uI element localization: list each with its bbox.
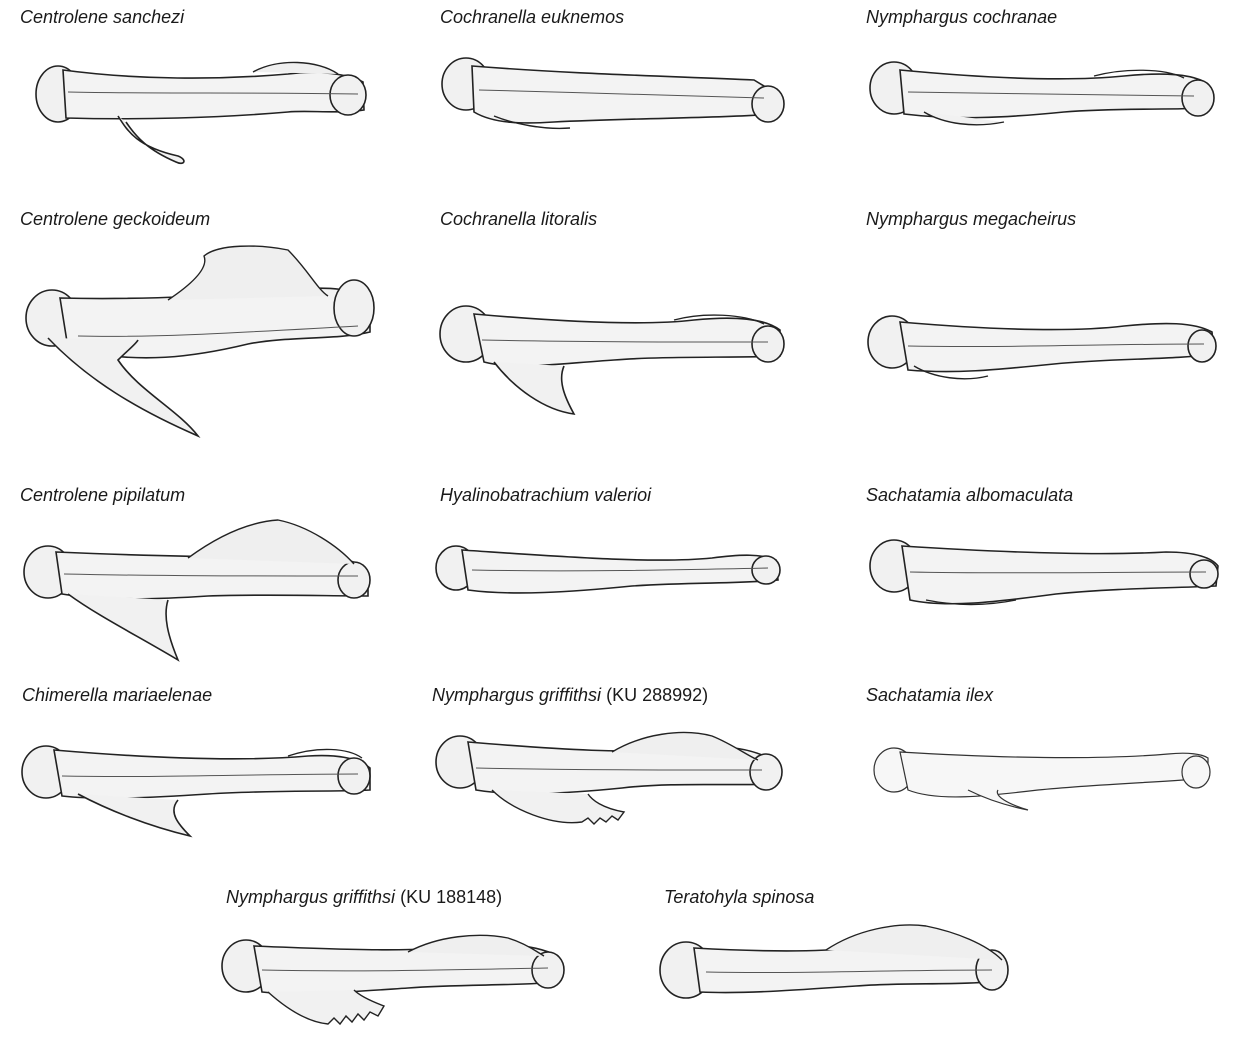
bone-svg <box>869 61 1215 126</box>
humerus-drawing <box>18 516 378 666</box>
specimen-label: Cochranella litoralis <box>440 210 597 228</box>
bone-svg <box>21 745 371 838</box>
specimen-label: Sachatamia ilex <box>866 686 993 704</box>
bone-svg <box>435 731 783 825</box>
humerus-drawing <box>868 744 1228 824</box>
bone-svg <box>435 545 781 594</box>
humerus-drawing <box>864 58 1224 168</box>
humerus-drawing <box>218 930 578 1030</box>
species-name: Sachatamia ilex <box>866 685 994 705</box>
bone-svg <box>439 305 785 416</box>
humerus-drawing <box>656 920 1016 1020</box>
specimen-label: Cochranella euknemos <box>440 8 624 26</box>
bone-svg <box>25 245 375 438</box>
bone-svg <box>441 57 785 130</box>
species-name: Cochranella euknemos <box>440 7 625 27</box>
specimen-label: Nymphargus griffithsi (KU 188148) <box>226 888 502 906</box>
species-name: Teratohyla spinosa <box>664 887 815 907</box>
bone-svg <box>221 934 565 1026</box>
humerus-drawing <box>864 310 1224 400</box>
humerus-drawing <box>18 240 378 440</box>
specimen-label: Centrolene sanchezi <box>20 8 184 26</box>
specimen-number: (KU 188148) <box>400 887 503 907</box>
species-name: Sachatamia albomaculata <box>866 485 1074 505</box>
species-name: Centrolene sanchezi <box>20 7 185 27</box>
specimen-label: Nymphargus griffithsi (KU 288992) <box>432 686 708 704</box>
specimen-label: Teratohyla spinosa <box>664 888 814 906</box>
bone-svg <box>869 539 1219 606</box>
specimen-label: Hyalinobatrachium valerioi <box>440 486 651 504</box>
bone-svg <box>23 519 371 662</box>
specimen-label: Centrolene geckoideum <box>20 210 210 228</box>
specimen-label: Sachatamia albomaculata <box>866 486 1073 504</box>
specimen-label: Nymphargus cochranae <box>866 8 1057 26</box>
humerus-drawing <box>18 740 378 850</box>
bone-svg <box>659 924 1009 999</box>
bone-svg <box>35 61 367 165</box>
specimen-label: Centrolene pipilatum <box>20 486 185 504</box>
species-name: Cochranella litoralis <box>440 209 598 229</box>
humerus-drawing <box>434 52 794 182</box>
species-name: Chimerella mariaelenae <box>22 685 213 705</box>
bone-svg <box>867 315 1217 380</box>
humerus-drawing <box>18 52 378 182</box>
species-name: Nymphargus cochranae <box>866 7 1058 27</box>
species-name: Nymphargus griffithsi <box>226 887 396 907</box>
species-name: Hyalinobatrachium valerioi <box>440 485 652 505</box>
specimen-label: Nymphargus megacheirus <box>866 210 1076 228</box>
humerus-drawing <box>866 536 1226 626</box>
humerus-drawing <box>432 540 792 620</box>
species-name: Centrolene pipilatum <box>20 485 186 505</box>
species-name: Nymphargus megacheirus <box>866 209 1077 229</box>
humerus-drawing <box>432 730 792 840</box>
species-name: Centrolene geckoideum <box>20 209 211 229</box>
specimen-number: (KU 288992) <box>606 685 709 705</box>
humerus-drawing <box>434 300 794 420</box>
specimen-label: Chimerella mariaelenae <box>22 686 212 704</box>
bone-svg <box>873 747 1211 811</box>
species-name: Nymphargus griffithsi <box>432 685 602 705</box>
